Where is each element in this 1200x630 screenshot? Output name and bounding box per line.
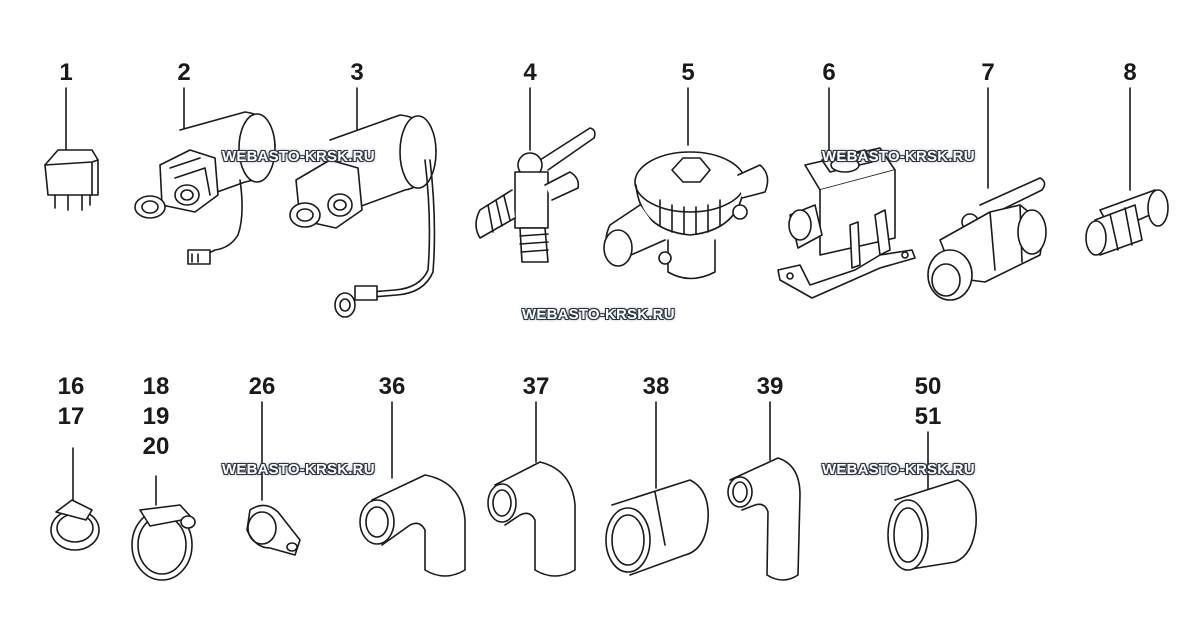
part-2-pump: 2 <box>134 59 276 265</box>
part-3-pump: 3 <box>289 59 437 318</box>
watermark-5: WEBASTO-KRSK.RU <box>822 461 975 478</box>
part-26-p-clip: 26 <box>246 373 301 556</box>
label-3: 3 <box>350 59 363 86</box>
label-17: 17 <box>58 403 85 430</box>
watermark-1: WEBASTO-KRSK.RU <box>222 148 375 165</box>
part-36-elbow-hose: 36 <box>359 373 466 577</box>
label-18: 18 <box>143 373 170 400</box>
label-4: 4 <box>523 59 537 86</box>
label-8: 8 <box>1123 59 1136 86</box>
part-8-connector: 8 <box>1085 59 1169 256</box>
label-50: 50 <box>915 373 942 400</box>
label-1: 1 <box>59 59 72 86</box>
label-38: 38 <box>643 373 670 400</box>
label-5: 5 <box>681 59 694 86</box>
label-39: 39 <box>757 373 784 400</box>
label-2: 2 <box>177 59 190 86</box>
label-19: 19 <box>143 403 170 430</box>
label-6: 6 <box>822 59 835 86</box>
label-26: 26 <box>249 373 276 400</box>
watermark-4: WEBASTO-KRSK.RU <box>222 461 375 478</box>
part-1-relay: 1 <box>44 59 99 211</box>
label-36: 36 <box>379 373 406 400</box>
label-20: 20 <box>143 433 170 460</box>
part-37-elbow-hose: 37 <box>487 373 576 577</box>
label-7: 7 <box>981 59 994 86</box>
watermark-2: WEBASTO-KRSK.RU <box>822 148 975 165</box>
part-6-solenoid-valve: 6 <box>777 59 916 299</box>
part-39-elbow-hose: 39 <box>727 373 801 581</box>
part-5-filter: 5 <box>603 59 769 280</box>
part-50-51-sleeve: 50 51 <box>887 373 977 571</box>
label-51: 51 <box>915 403 942 430</box>
part-38-reducer: 38 <box>605 373 709 576</box>
watermark-3: WEBASTO-KRSK.RU <box>522 306 675 323</box>
part-16-17-hose-clamp: 16 17 <box>50 373 100 551</box>
label-37: 37 <box>523 373 550 400</box>
part-4-valve: 4 <box>475 59 596 263</box>
label-16: 16 <box>58 373 85 400</box>
part-18-20-hose-clamp: 18 19 20 <box>131 373 196 581</box>
part-7-ball-valve: 7 <box>927 59 1047 301</box>
